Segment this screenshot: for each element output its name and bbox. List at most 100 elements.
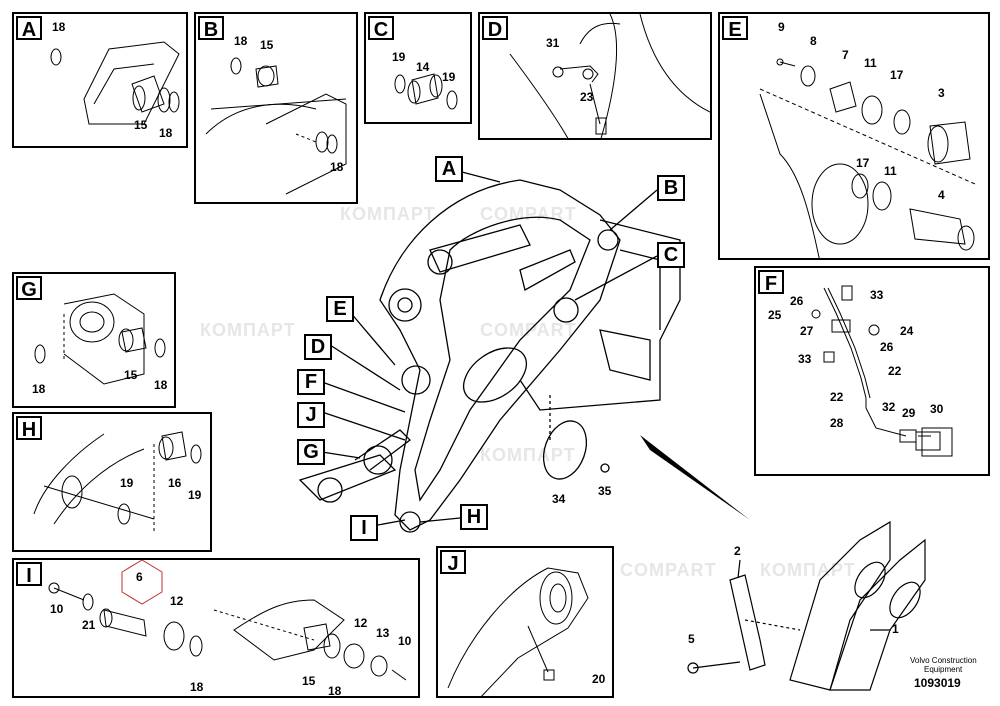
part-number: 19	[392, 50, 406, 64]
callout-j: J	[297, 402, 325, 428]
panel-f-drawing	[811, 285, 953, 457]
part-number: 18	[154, 378, 168, 392]
part-number: 18	[52, 20, 66, 34]
figure-code: 1093019	[914, 676, 961, 690]
part-number: 21	[82, 618, 96, 632]
part-number: 15	[302, 674, 316, 688]
part-number: 10	[398, 634, 412, 648]
part-number: 15	[134, 118, 148, 132]
part-number: 35	[598, 484, 612, 498]
part-number: 18	[328, 684, 342, 698]
part-number: 23	[580, 90, 594, 104]
part-number: 17	[890, 68, 904, 82]
part-number: 10	[50, 602, 64, 616]
panel-label: H	[16, 416, 42, 441]
part-number: 19	[442, 70, 456, 84]
watermark-text: КОМПАРТ	[760, 560, 856, 580]
detail-panel-f: F 26 33 25 27 24 33 26 22 22 32 29 30 28	[754, 266, 990, 476]
part-number: 12	[170, 594, 184, 608]
part-number: 18	[190, 680, 204, 694]
part-number: 34	[552, 492, 566, 506]
part-number: 12	[354, 616, 368, 630]
part-number: 20	[592, 672, 606, 686]
panel-label: G	[16, 276, 42, 301]
detail-panel-c: C 19 14 19	[364, 12, 472, 124]
callout-g: G	[297, 439, 325, 465]
panel-label: C	[368, 16, 394, 41]
panel-label: D	[482, 16, 508, 41]
callout-f: F	[297, 369, 325, 395]
part-number: 8	[810, 34, 817, 48]
callout-i: I	[350, 515, 378, 541]
panel-label: F	[758, 270, 784, 295]
part-number: 7	[842, 48, 849, 62]
callout-d: D	[304, 334, 332, 360]
detail-panel-a: A 18 15 18	[12, 12, 188, 148]
part-number: 9	[778, 20, 785, 34]
part-number: 22	[888, 364, 902, 378]
part-number: 17	[856, 156, 870, 170]
detail-panel-d: D 31 23	[478, 12, 712, 140]
panel-label: I	[16, 562, 42, 587]
part-number: 6	[136, 570, 143, 584]
part-number: 15	[260, 38, 274, 52]
panel-label: E	[722, 16, 748, 41]
part-number: 18	[330, 160, 344, 174]
watermark-text: КОМПАРТ	[340, 204, 436, 224]
panel-c-drawing	[394, 73, 458, 110]
panel-j-drawing	[447, 567, 589, 696]
part-number: 3	[938, 86, 945, 100]
part-number: 5	[688, 632, 695, 646]
part-number: 13	[376, 626, 390, 640]
part-number: 1	[892, 622, 899, 636]
panel-e-drawing	[759, 58, 976, 258]
part-number: 26	[880, 340, 894, 354]
panel-d-drawing	[509, 14, 710, 138]
part-number: 32	[882, 400, 896, 414]
callout-c: C	[657, 242, 685, 268]
panel-h-drawing	[33, 431, 202, 534]
part-number: 11	[884, 164, 897, 178]
callout-e: E	[326, 296, 354, 322]
part-number: 18	[159, 126, 173, 140]
part-number: 24	[900, 324, 914, 338]
detail-panel-b: B 18 15 18	[194, 12, 358, 204]
watermark-text: КОМПАРТ	[200, 320, 296, 340]
part-number: 16	[168, 476, 182, 490]
part-number: 18	[32, 382, 46, 396]
part-number: 18	[234, 34, 248, 48]
part-number: 19	[188, 488, 202, 502]
part-number: 33	[870, 288, 884, 302]
callout-a: A	[435, 156, 463, 182]
watermark-text: COMPART	[620, 560, 717, 580]
part-number: 2	[734, 544, 741, 558]
callout-b: B	[657, 175, 685, 201]
part-number: 27	[800, 324, 814, 338]
part-number: 11	[864, 56, 877, 70]
part-number: 33	[798, 352, 812, 366]
detail-panel-h: H 19 16 19	[12, 412, 212, 552]
part-number: 19	[120, 476, 134, 490]
watermark-text: КОМПАРТ	[480, 445, 576, 465]
callout-h: H	[460, 504, 488, 530]
detail-panel-e: E 9 8 7 11 17 3 17 11 4	[718, 12, 990, 260]
panel-label: A	[16, 16, 42, 41]
brand-caption: Volvo Construction	[910, 656, 977, 665]
detail-panel-i: I 10 21 6 12 18 12 13 10 15 18	[12, 558, 420, 698]
detail-panel-g: G 18 15 18	[12, 272, 176, 408]
part-number: 28	[830, 416, 844, 430]
part-number: 30	[930, 402, 944, 416]
panel-label: B	[198, 16, 224, 41]
part-number: 15	[124, 368, 138, 382]
part-number: 4	[938, 188, 945, 202]
panel-g-drawing	[34, 293, 166, 385]
part-number: 29	[902, 406, 916, 420]
panel-label: J	[440, 550, 466, 575]
part-number: 22	[830, 390, 844, 404]
watermark-text: COMPART	[480, 320, 577, 340]
detail-panel-j: J 20	[436, 546, 614, 698]
brand-caption-sub: Equipment	[924, 665, 963, 674]
part-number: 14	[416, 60, 430, 74]
